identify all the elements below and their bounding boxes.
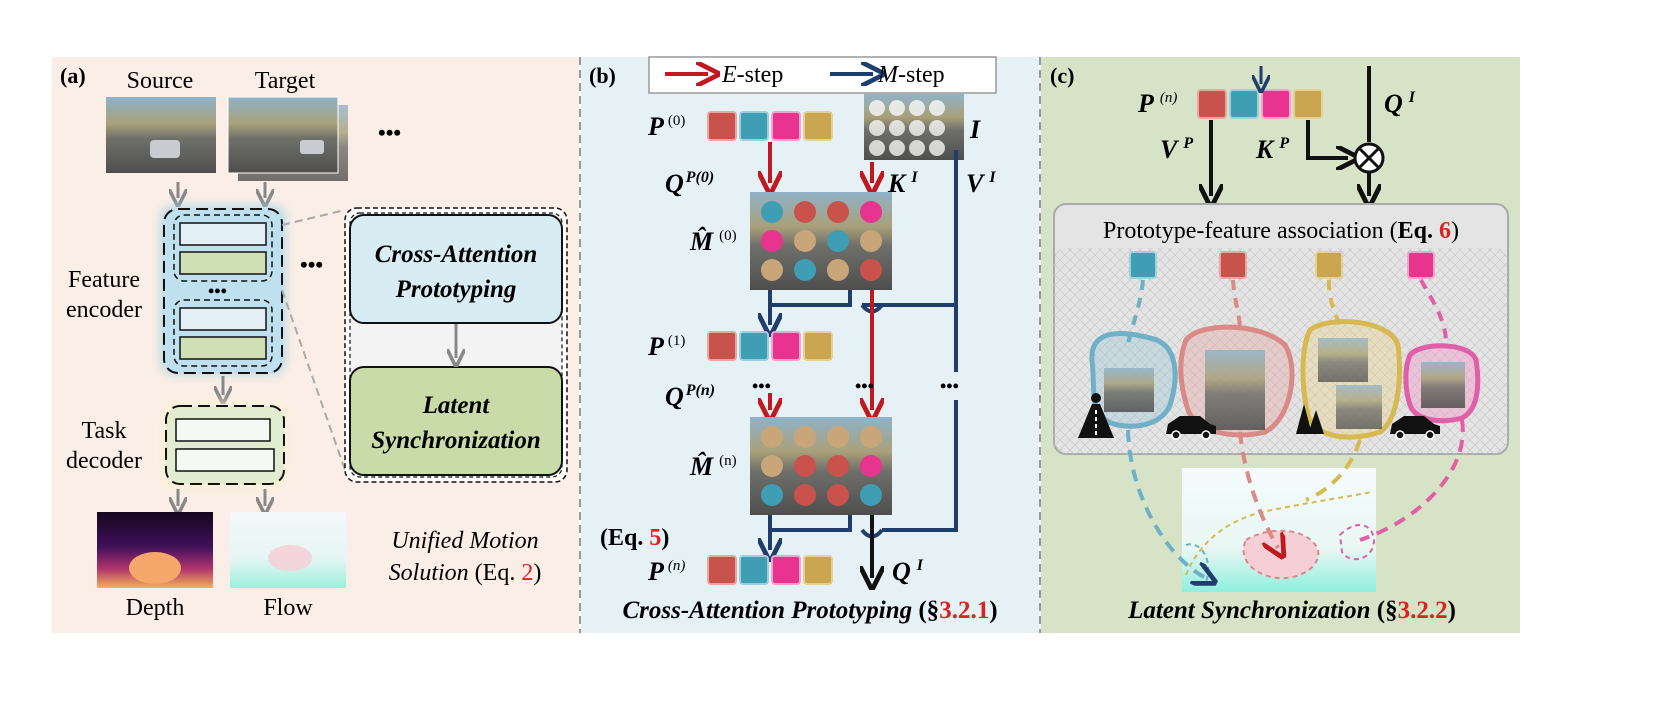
- panel-b-tag: (b): [589, 63, 616, 88]
- panel-c-caption: Latent Synchronization (§3.2.2): [1127, 597, 1456, 624]
- legend: E-step M-step: [648, 56, 997, 94]
- k-p-arrow: [1306, 120, 1348, 158]
- multiply-icon: [1353, 142, 1385, 174]
- pn-label: P(n): [647, 557, 685, 586]
- module-1-line-2: Prototyping: [395, 276, 517, 303]
- prototype-row-pn: [707, 555, 833, 585]
- depth-label: Depth: [126, 595, 185, 621]
- image-I-label: I: [969, 115, 981, 144]
- source-label: Source: [127, 68, 194, 94]
- proto-red: [707, 111, 737, 141]
- synchronized-flow: [1182, 468, 1376, 592]
- eq5-label: (Eq. 5): [600, 525, 669, 551]
- feature-encoder-label-1: Feature: [68, 267, 140, 293]
- panel-b: (b) E-step M-step P(0) I: [581, 56, 1039, 633]
- proto-gold: [803, 111, 833, 141]
- encoder-side-ellipsis: •••: [300, 252, 323, 277]
- legend-m-label: M-step: [877, 62, 945, 88]
- feature-encoder: [160, 205, 286, 375]
- iter-ellipsis-1: •••: [752, 376, 771, 396]
- road-icon: [1078, 393, 1114, 438]
- assignment-map-0: [750, 192, 892, 290]
- token-connectors: [1126, 279, 1448, 346]
- car-icon-2: [1390, 416, 1440, 440]
- zoom-line-bottom: [281, 289, 346, 471]
- task-decoder-label-2: decoder: [66, 448, 142, 474]
- target-label: Target: [255, 68, 316, 94]
- p1-label: P(1): [647, 332, 685, 361]
- iter-ellipsis-3: •••: [940, 376, 959, 396]
- panel-b-caption: Cross-Attention Prototyping (§3.2.1): [622, 597, 997, 624]
- cross-attention-block: [349, 214, 563, 324]
- input-image-I: [864, 94, 964, 160]
- proto-blue: [739, 111, 769, 141]
- panel-c-tag: (c): [1050, 63, 1074, 88]
- flow-label: Flow: [263, 595, 313, 621]
- task-decoder-label-1: Task: [82, 418, 127, 444]
- depth-map: [97, 512, 213, 588]
- frames-ellipsis: •••: [378, 120, 401, 145]
- module-2-line-2: Synchronization: [371, 427, 541, 454]
- target-image-stack: [227, 96, 348, 181]
- m0-label: M̂(0): [689, 227, 737, 256]
- module-2-line-1: Latent: [422, 392, 491, 419]
- prototype-row-c: [1197, 89, 1323, 119]
- prototype-row-p1: [707, 331, 833, 361]
- mn-label: M̂(n): [689, 452, 737, 481]
- flow-map: [230, 512, 346, 588]
- p0-label: P(0): [647, 112, 685, 141]
- car-icon: [1166, 416, 1216, 440]
- latent-sync-block: [349, 366, 563, 476]
- source-image: [106, 97, 216, 173]
- legend-e-label: E-step: [721, 62, 783, 88]
- assignment-map-n: [750, 417, 892, 515]
- task-decoder: [162, 402, 288, 488]
- prototype-row-p0: [707, 111, 833, 141]
- panel-a: (a) Source Target ••• ••• •••: [52, 57, 579, 633]
- unified-line-2: Solution (Eq. 2): [389, 560, 542, 586]
- module-1-line-1: Cross-Attention: [375, 241, 538, 268]
- panel-a-tag: (a): [60, 63, 86, 88]
- encoder-ellipsis: •••: [208, 281, 227, 301]
- prototype-tokens: [1129, 251, 1435, 279]
- tree-icon: [1296, 404, 1324, 434]
- iter-ellipsis-2: •••: [855, 376, 874, 396]
- feature-encoder-label-2: encoder: [66, 297, 142, 323]
- module-box: [344, 207, 568, 483]
- zoom-line-top: [281, 209, 346, 226]
- region-to-output-connectors: [1126, 419, 1465, 578]
- proto-pink: [771, 111, 801, 141]
- association-title: Prototype-feature association (Eq. 6): [1103, 218, 1459, 244]
- unified-line-1: Unified Motion: [391, 528, 538, 554]
- region-blobs: [1089, 319, 1481, 440]
- pn-label-c: P(n): [1137, 89, 1177, 118]
